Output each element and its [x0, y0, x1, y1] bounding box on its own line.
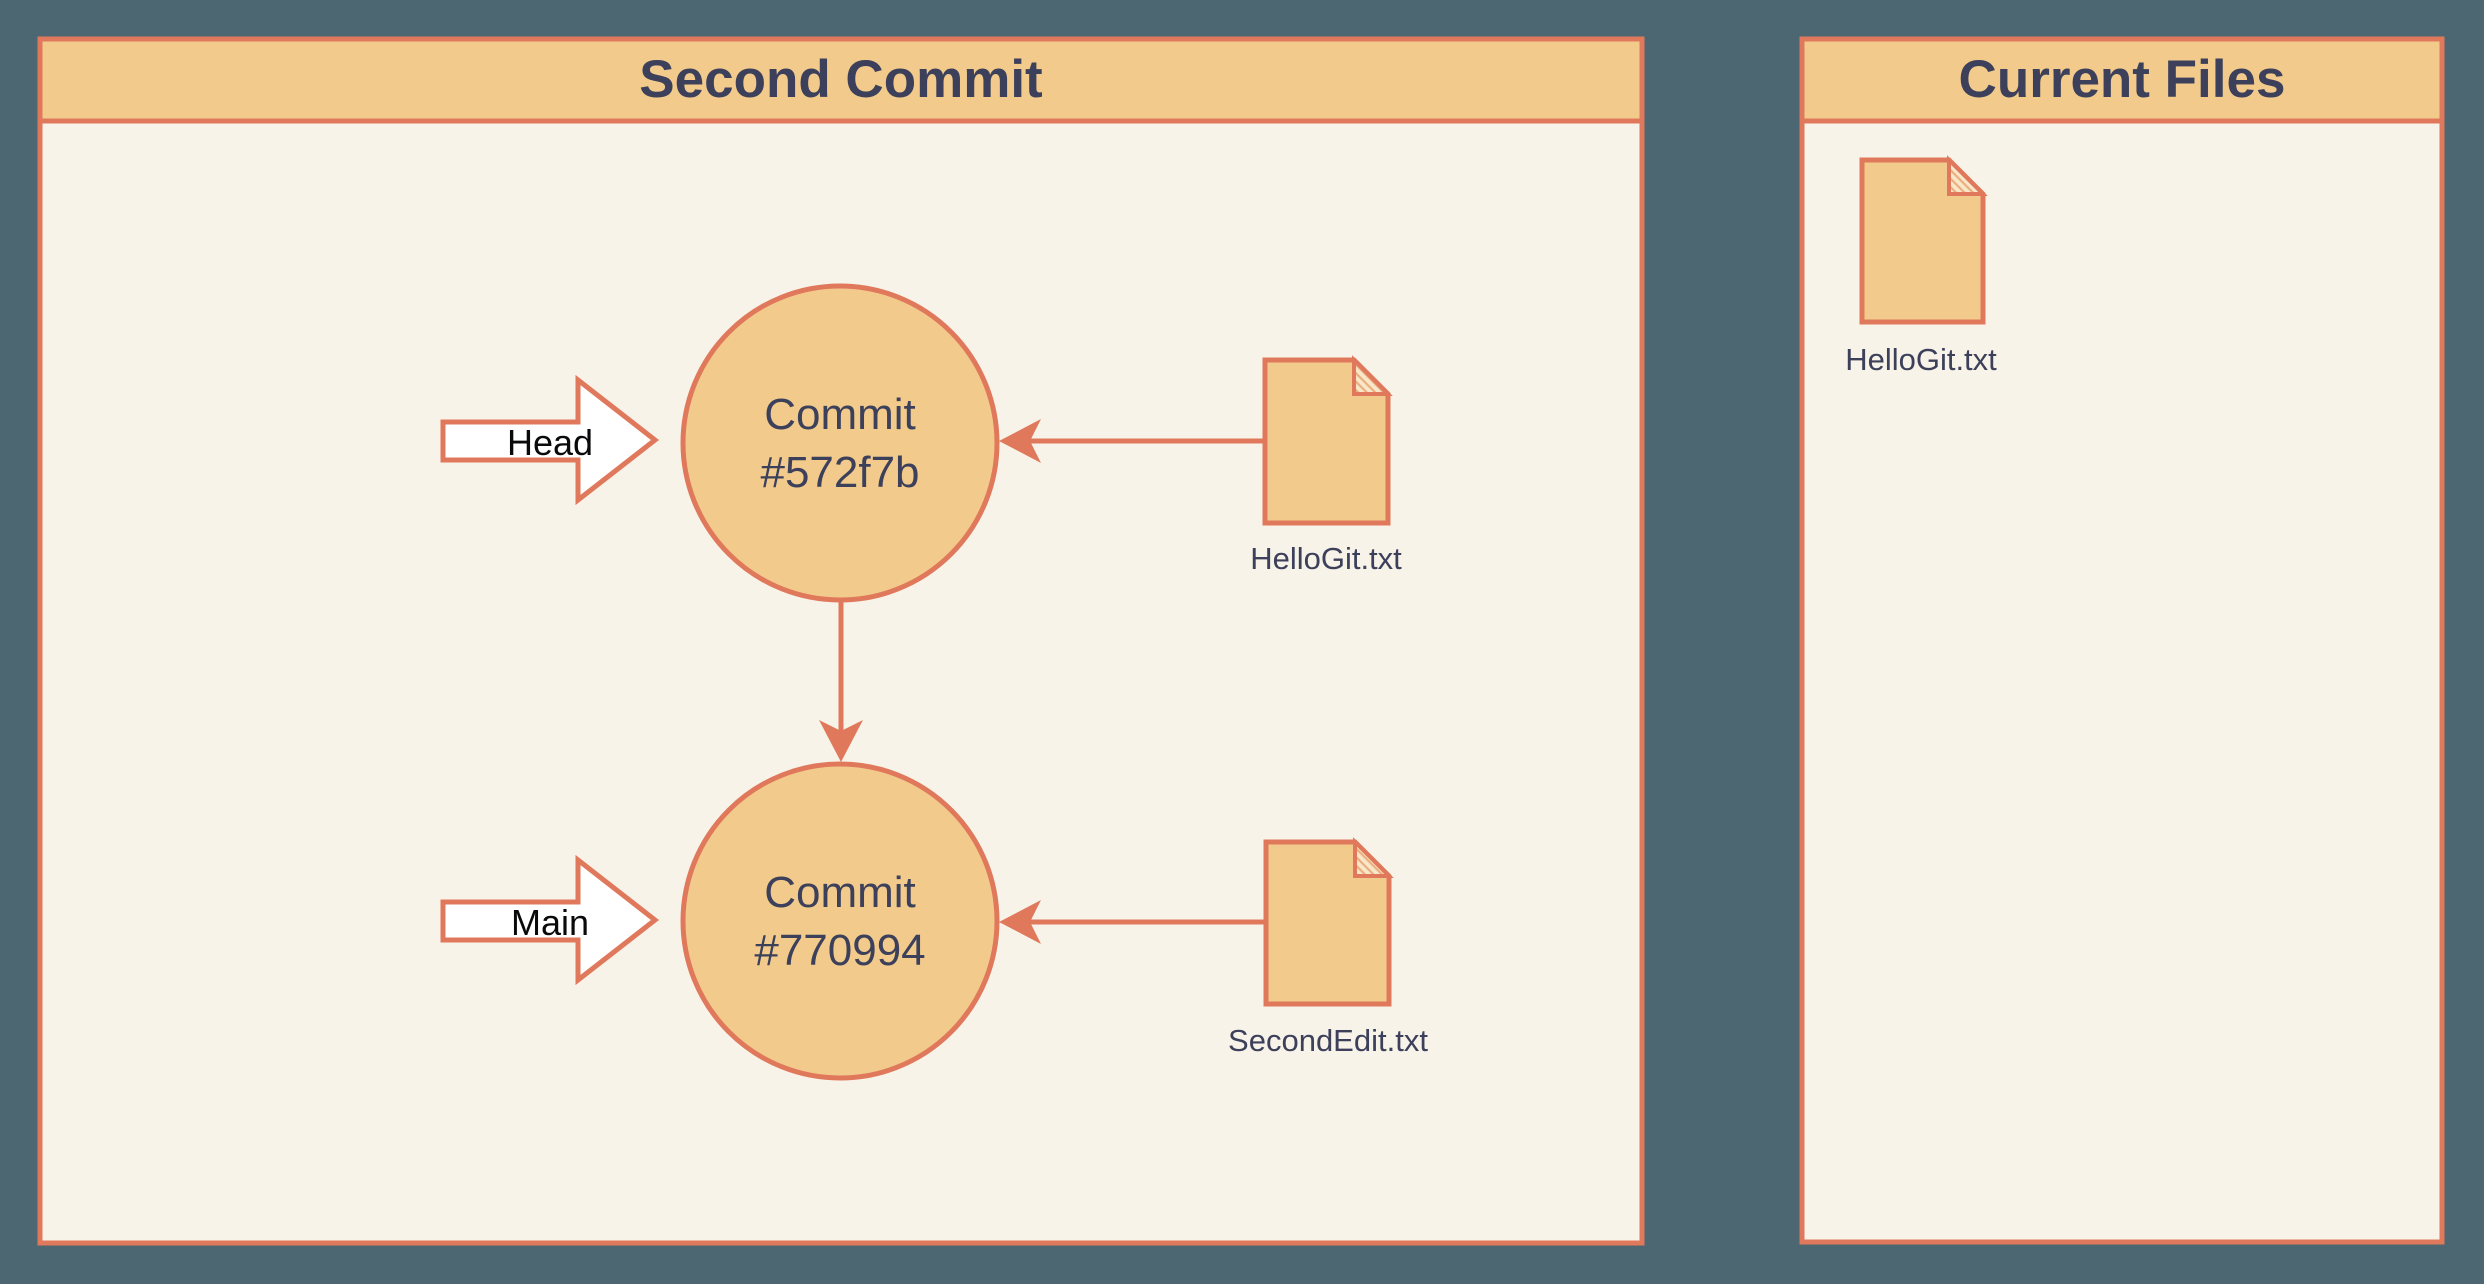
arrow-commit-to-commit-head — [819, 720, 863, 762]
main-pointer-label: Main — [511, 902, 589, 943]
hellogit-file: HelloGit.txt — [1250, 355, 1402, 576]
head-pointer: Head — [440, 374, 660, 506]
head-pointer-arrow-icon — [440, 374, 660, 506]
commit-node-top-label-line1: Commit — [764, 390, 916, 439]
hellogit-file-fold-corner-icon — [1352, 355, 1393, 396]
main-pointer: Main — [440, 854, 660, 986]
commit-node-top-circle — [680, 283, 1000, 603]
current-files-panel: Current Files HelloGit.txt — [1799, 36, 2445, 1245]
commit-node-top: Commit #572f7b — [680, 283, 1000, 603]
current-files-hellogit-file: HelloGit.txt — [1845, 155, 1997, 377]
current-files-panel-title: Current Files — [1959, 50, 2286, 109]
commit-node-bottom-label-line2: #770994 — [754, 926, 925, 975]
second-commit-panel-title: Second Commit — [639, 50, 1042, 109]
current-files-hellogit-fold-corner-icon — [1947, 155, 1988, 196]
hellogit-file-label: HelloGit.txt — [1250, 541, 1402, 576]
arrow-secondedit-to-commit-head — [999, 900, 1041, 944]
arrow-hellogit-to-commit-head — [999, 419, 1041, 463]
commit-node-bottom: Commit #770994 — [680, 761, 1000, 1081]
arrow-commit-to-commit — [819, 602, 863, 762]
commit-node-bottom-circle — [680, 761, 1000, 1081]
secondedit-file-label: SecondEdit.txt — [1228, 1023, 1428, 1058]
commit-node-bottom-label-line1: Commit — [764, 868, 916, 917]
secondedit-file-icon — [1263, 839, 1392, 1007]
head-pointer-label: Head — [507, 422, 593, 463]
arrow-hellogit-to-commit — [999, 419, 1265, 463]
second-commit-panel-header — [37, 36, 1645, 124]
commit-node-top-label-line2: #572f7b — [760, 448, 919, 497]
hellogit-file-icon — [1262, 357, 1391, 526]
secondedit-file-fold-corner-icon — [1353, 837, 1394, 878]
current-files-hellogit-file-label: HelloGit.txt — [1845, 342, 1997, 377]
arrow-secondedit-to-commit — [999, 900, 1266, 944]
second-commit-panel: Second Commit Commit #572f7b Commit #770… — [37, 36, 1645, 1246]
current-files-hellogit-file-icon — [1859, 157, 1986, 325]
main-pointer-arrow-icon — [440, 854, 660, 986]
secondedit-file: SecondEdit.txt — [1228, 837, 1428, 1058]
current-files-panel-header — [1799, 36, 2445, 124]
